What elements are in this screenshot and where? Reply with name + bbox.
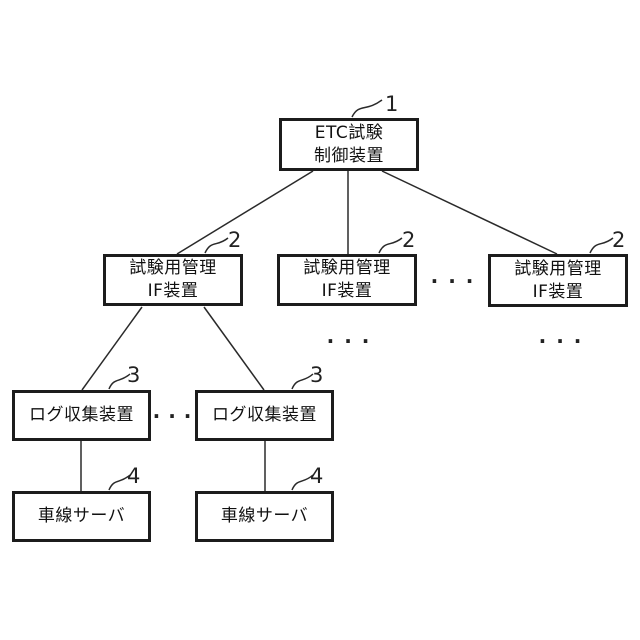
node-lane-server-right: 車線サーバ (195, 491, 334, 542)
ref-numeral-4-left: 4 (127, 464, 141, 488)
node-mgmt-if-device-center: 試験用管理 IF装置 (277, 254, 417, 306)
node-label-line: 試験用管理 (129, 258, 217, 278)
node-etc-test-control-device: ETC試験 制御装置 (279, 118, 419, 171)
node-label-line: 制御装置 (314, 145, 384, 166)
node-label-line: 試験用管理 (303, 258, 391, 278)
node-label-line: ETC試験 (314, 122, 384, 143)
node-log-collector-left: ログ収集装置 (12, 390, 151, 441)
ellipsis-below-if-right: ··· (538, 329, 592, 353)
ref-numeral-2-left: 2 (228, 228, 242, 252)
node-label-line: ログ収集装置 (212, 405, 317, 425)
ref-numeral-1: 1 (385, 92, 399, 116)
node-label-line: IF装置 (532, 281, 584, 302)
connector-ifleft-to-log-right (203, 306, 265, 391)
ellipsis-between-if-boxes: ··· (430, 269, 484, 293)
leader-line-ref1 (351, 99, 383, 118)
node-label-line: 車線サーバ (220, 506, 309, 526)
node-label-line: IF装置 (147, 281, 199, 301)
node-label-line: 試験用管理 (514, 258, 602, 279)
connector-control-to-if-right (381, 170, 558, 255)
leader-line-ref4-right (291, 474, 314, 491)
ref-numeral-2-right: 2 (612, 228, 626, 252)
node-lane-server-left: 車線サーバ (12, 491, 151, 542)
connector-ifleft-to-log-left (81, 306, 143, 391)
ref-numeral-4-right: 4 (310, 464, 324, 488)
node-label-line: ログ収集装置 (29, 405, 134, 425)
ref-numeral-3-right: 3 (310, 363, 324, 387)
leader-line-ref3-left (108, 373, 131, 390)
leader-line-ref2-center (378, 237, 403, 254)
node-label-line: 車線サーバ (37, 506, 126, 526)
node-mgmt-if-device-right: 試験用管理 IF装置 (488, 254, 628, 307)
ref-numeral-2-center: 2 (402, 228, 416, 252)
ellipsis-between-log-boxes: ··· (152, 404, 200, 428)
leader-line-ref3-right (291, 373, 314, 390)
node-log-collector-right: ログ収集装置 (195, 390, 334, 441)
ref-numeral-3-left: 3 (127, 363, 141, 387)
ellipsis-below-if-center: ··· (326, 329, 380, 353)
leader-line-ref2-right (589, 237, 614, 254)
leader-line-ref2-left (204, 237, 229, 254)
connector-control-to-if-left (176, 170, 314, 255)
node-label-line: IF装置 (321, 281, 373, 301)
leader-line-ref4-left (108, 474, 131, 491)
node-mgmt-if-device-left: 試験用管理 IF装置 (103, 254, 243, 306)
